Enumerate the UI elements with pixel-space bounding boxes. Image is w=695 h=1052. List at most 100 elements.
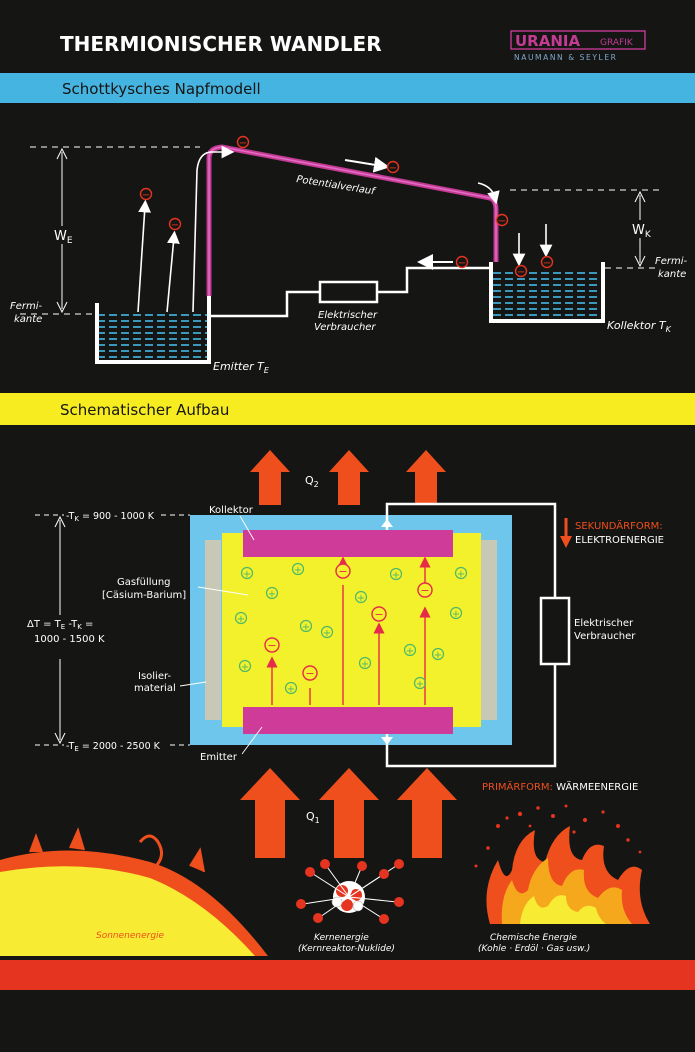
q1-label: Q1 bbox=[306, 810, 320, 825]
wire-left bbox=[209, 290, 320, 318]
ion: + bbox=[265, 586, 279, 600]
svg-text:−: − bbox=[338, 565, 347, 578]
insulator-left bbox=[205, 540, 221, 720]
load-label-1a: Elektrischer bbox=[318, 310, 378, 321]
electron: − bbox=[264, 637, 280, 653]
nuclear-label-1: Kernenergie bbox=[314, 933, 369, 943]
nuclear-label-2: (Kernreaktor-Nuklide) bbox=[298, 944, 395, 954]
we-label: WE bbox=[54, 229, 73, 246]
ion: + bbox=[238, 659, 252, 673]
electron: − bbox=[139, 187, 153, 201]
electron: − bbox=[417, 582, 433, 598]
svg-text:+: + bbox=[294, 565, 302, 576]
arrow-up bbox=[329, 450, 369, 505]
ion: + bbox=[389, 567, 403, 581]
wire-right bbox=[377, 266, 491, 294]
load-resistor-2 bbox=[539, 596, 571, 666]
svg-text:+: + bbox=[457, 569, 465, 580]
svg-text:+: + bbox=[243, 569, 251, 580]
svg-text:−: − bbox=[389, 163, 397, 174]
electron: − bbox=[455, 255, 469, 269]
svg-text:−: − bbox=[420, 584, 429, 597]
ion-symbols-chamber: + + + + + + + + + + + + + + + + bbox=[234, 562, 468, 695]
svg-text:+: + bbox=[241, 662, 249, 673]
kollektor-label: Kollektor bbox=[209, 505, 254, 516]
electron: − bbox=[168, 217, 182, 231]
svg-text:+: + bbox=[361, 659, 369, 670]
svg-text:−: − bbox=[305, 667, 314, 680]
svg-text:−: − bbox=[543, 258, 551, 269]
electron: − bbox=[495, 213, 509, 227]
page-title: THERMIONISCHER WANDLER bbox=[60, 32, 382, 56]
sun-label: Sonnenenergie bbox=[96, 931, 165, 941]
fermi-left-2: kante bbox=[14, 314, 42, 325]
svg-text:−: − bbox=[239, 138, 247, 149]
svg-text:+: + bbox=[406, 646, 414, 657]
secondary-label-1: SEKUNDÄRFORM: bbox=[575, 519, 663, 532]
electron: − bbox=[540, 255, 554, 269]
chemical-label-1: Chemische Energie bbox=[490, 933, 577, 943]
emitter-cup bbox=[95, 296, 211, 364]
svg-text:+: + bbox=[237, 614, 245, 625]
ion: + bbox=[358, 656, 372, 670]
converter-assembly: − − − − − + + + + + + + + + + + + + + + … bbox=[190, 502, 571, 768]
section1-heading: Schottkysches Napfmodell bbox=[62, 80, 261, 98]
insulator-right bbox=[481, 540, 497, 720]
section2-band bbox=[0, 393, 695, 425]
secondary-label-2: ELEKTROENERGIE bbox=[575, 535, 664, 546]
load-label-2b: Verbraucher bbox=[574, 631, 636, 642]
fermi-left-1: Fermi- bbox=[10, 301, 43, 312]
assembly-labels: -TK = 900 - 1000 K -TE = 2000 - 2500 K K… bbox=[24, 505, 263, 763]
svg-text:+: + bbox=[434, 650, 442, 661]
tk-range: -TK = 900 - 1000 K bbox=[66, 511, 155, 523]
delta-label-1: ΔT = TE -TK = bbox=[27, 619, 93, 631]
ion: + bbox=[240, 566, 254, 580]
heat-in-arrows: Q1 bbox=[240, 768, 457, 858]
emitter-liquid bbox=[99, 314, 207, 360]
ion: + bbox=[291, 562, 305, 576]
urania-logo: URANIA GRAFIK NAUMANN & SEYLER bbox=[510, 30, 646, 62]
electron: − bbox=[371, 606, 387, 622]
ion: + bbox=[354, 590, 368, 604]
svg-text:+: + bbox=[392, 570, 400, 581]
ion: + bbox=[284, 681, 298, 695]
arrow-up bbox=[397, 768, 457, 858]
electron-symbols-top: − − − − − − − − bbox=[139, 135, 554, 278]
ion: + bbox=[454, 566, 468, 580]
svg-text:+: + bbox=[302, 622, 310, 633]
svg-text:+: + bbox=[268, 589, 276, 600]
secondary-energy-legend: SEKUNDÄRFORM: ELEKTROENERGIE Elektrische… bbox=[560, 518, 664, 642]
collector-liquid bbox=[493, 268, 601, 318]
ion: + bbox=[299, 619, 313, 633]
fermi-right-2: kante bbox=[658, 269, 686, 280]
section1-band bbox=[0, 73, 695, 103]
electron: − bbox=[386, 160, 400, 174]
ion: + bbox=[413, 676, 427, 690]
wk-label: WK bbox=[632, 223, 652, 240]
electron: − bbox=[302, 665, 318, 681]
isolier-label-1: Isolier- bbox=[138, 671, 171, 682]
primary-label: PRIMÄRFORM: WÄRMEENERGIE bbox=[482, 780, 638, 793]
arrow-up bbox=[240, 768, 300, 858]
emitter-plate bbox=[243, 707, 453, 734]
nuclear-illustration: Kernenergie (Kernreaktor-Nuklide) bbox=[296, 859, 404, 954]
isolier-label-2: material bbox=[134, 683, 176, 694]
gas-chamber bbox=[222, 533, 481, 727]
gas-label-2: [Cäsium-Barium] bbox=[102, 590, 186, 601]
svg-text:−: − bbox=[374, 608, 383, 621]
svg-text:+: + bbox=[287, 684, 295, 695]
emitter-label-2: Emitter bbox=[200, 752, 238, 763]
logo-credit: NAUMANN & SEYLER bbox=[514, 53, 617, 62]
q2-label: Q2 bbox=[305, 474, 319, 489]
section2-heading: Schematischer Aufbau bbox=[60, 401, 229, 419]
load-label-1b: Verbraucher bbox=[314, 322, 376, 333]
gas-label-1: Gasfüllung bbox=[117, 577, 171, 588]
svg-text:+: + bbox=[357, 593, 365, 604]
ion: + bbox=[234, 611, 248, 625]
chemical-label-2: (Kohle · Erdöl · Gas usw.) bbox=[478, 944, 590, 954]
arrow-up bbox=[406, 450, 446, 505]
ion: + bbox=[449, 606, 463, 620]
svg-text:−: − bbox=[458, 258, 466, 269]
svg-text:−: − bbox=[498, 216, 506, 227]
